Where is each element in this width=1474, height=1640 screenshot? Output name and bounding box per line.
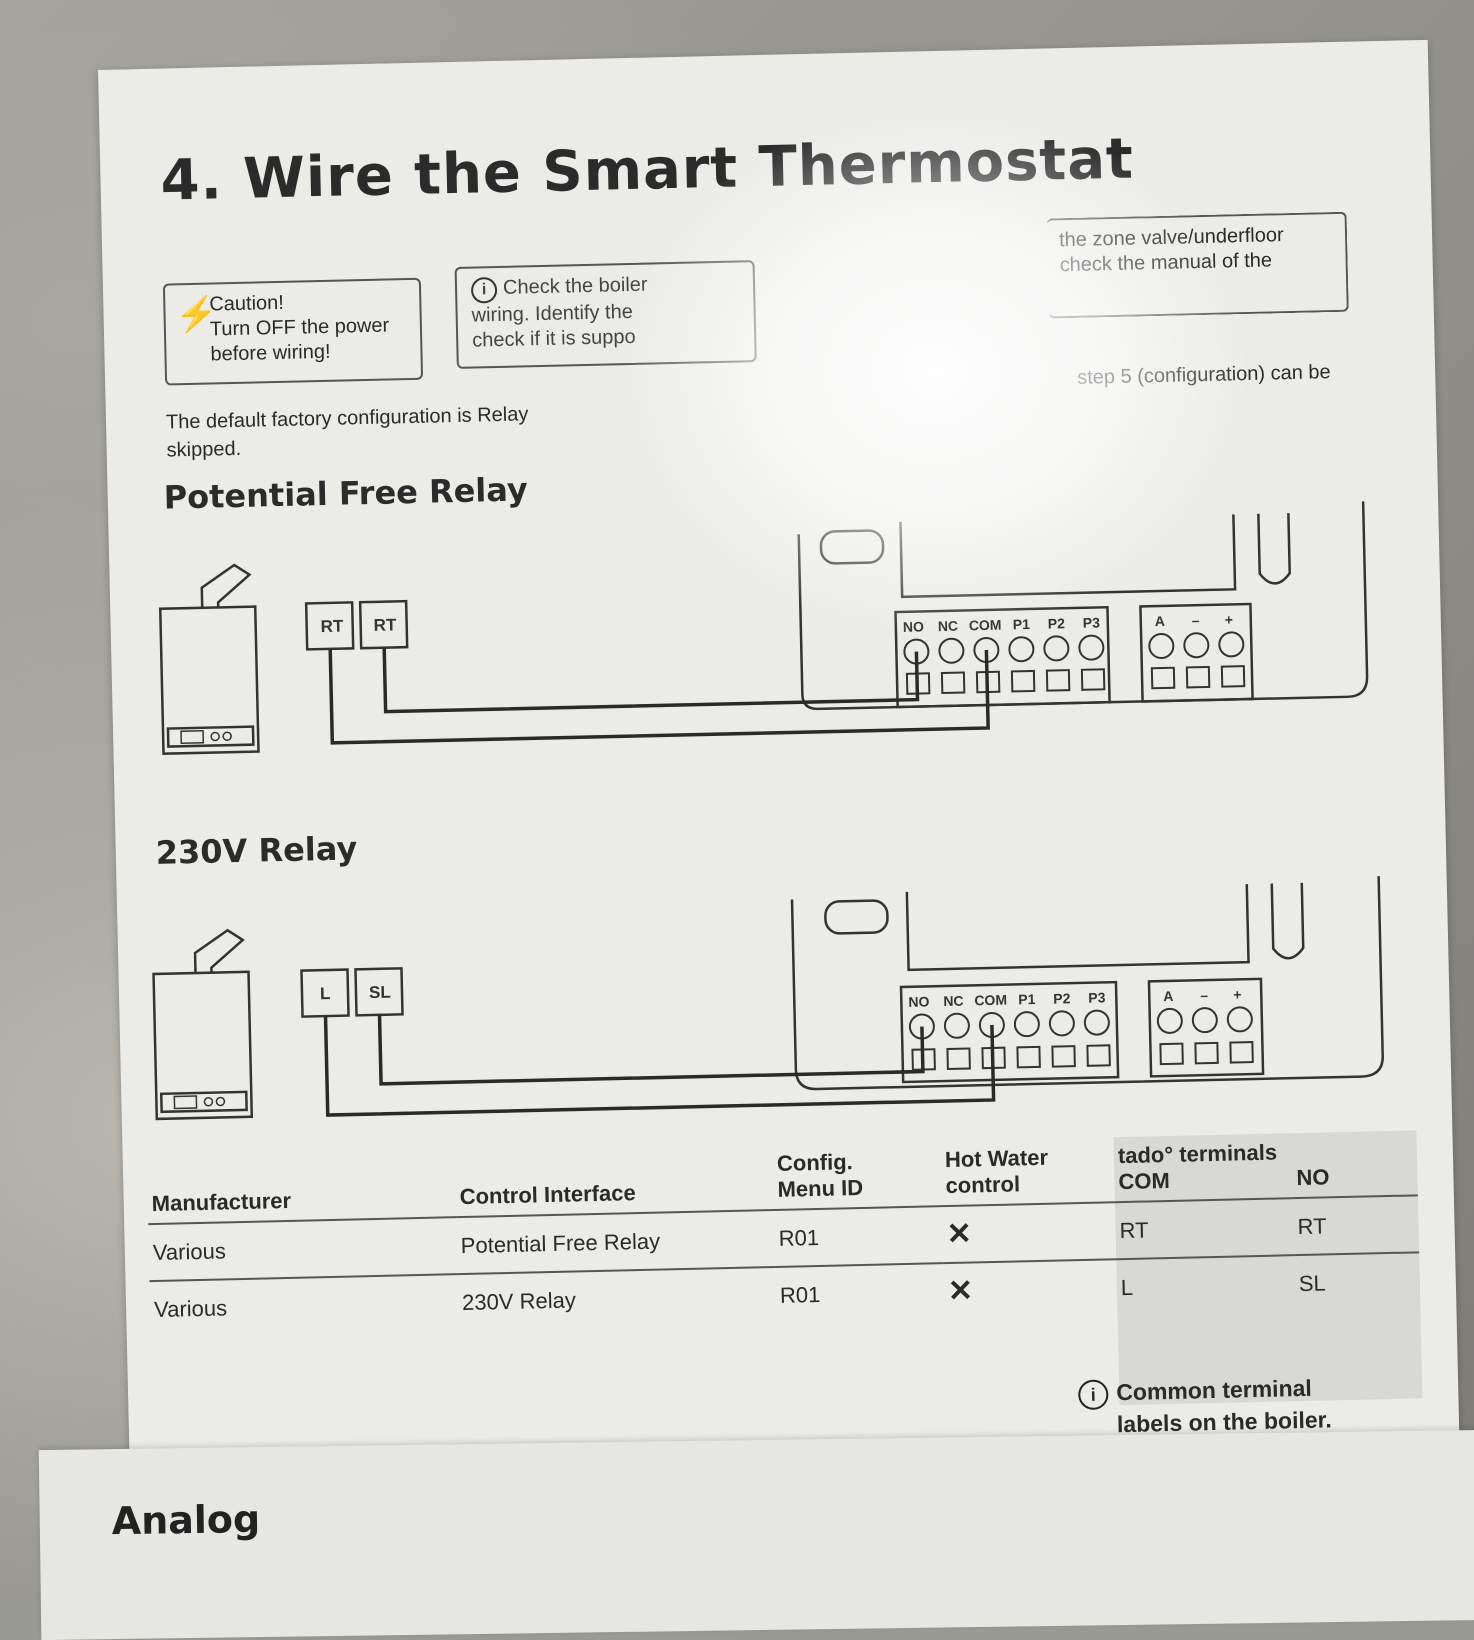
pfr-wiring-diagram: RT RT NO NC COM P1 P2 P3 A – + [158,501,1369,755]
wire-l-com [323,1016,996,1117]
wire-rt-com [328,648,990,745]
tb-label-com: COM [969,617,1002,634]
tb-label-nc: NC [943,993,964,1009]
caution-box: ⚡ Caution! Turn OFF the power before wir… [162,277,424,386]
cell-no: SL [1294,1252,1421,1312]
lightning-icon: ⚡ [175,295,219,335]
tb-label-p2: P2 [1048,615,1066,631]
caution-line3: before wiring! [210,340,331,366]
note-line1: Common terminal [1115,1374,1313,1406]
pfr-term-label-1: RT [320,617,344,637]
cell-control: 230V Relay [457,1266,777,1331]
pfr-term-label-2: RT [373,615,397,635]
default-config-text: The default factory configuration is Rel… [165,361,1347,465]
cross-icon: ✕ [943,1259,1118,1320]
boiler-body [158,605,260,755]
col-config: Config.Menu ID [776,1149,864,1202]
default-config-right: step 5 (configuration) can be [1076,361,1331,389]
bus-label-minus: – [1192,612,1200,628]
bus-label-plus: + [1233,986,1242,1002]
230v-term-label-1: L [320,984,331,1003]
cell-com: RT [1114,1198,1295,1260]
tb-label-p2: P2 [1053,990,1071,1006]
analog-heading: Analog [111,1497,261,1544]
caution-line2: Turn OFF the power [209,314,390,341]
boiler-body [152,970,254,1121]
bus-label-plus: + [1225,611,1234,627]
pfr-heading: Potential Free Relay [163,470,529,517]
tb-label-nc: NC [938,618,959,634]
boiler-flue [200,563,252,608]
info-icon: i [470,277,498,304]
tb-label-p3: P3 [1088,989,1106,1005]
page-title: 4. Wire the Smart Thermostat [159,126,1135,214]
tb-label-no: NO [908,993,929,1009]
col-manufacturer: Manufacturer [151,1187,292,1217]
col-control: Control Interface [459,1180,636,1210]
cell-no: RT [1292,1195,1420,1256]
boiler-panel [166,725,255,748]
tb-label-com: COM [974,992,1007,1009]
boiler-flue [193,928,245,974]
cell-config: R01 [775,1263,945,1323]
tb-label-p3: P3 [1083,614,1101,630]
230v-wiring-diagram: L SL NO NC COM P1 P2 P3 A – + [152,876,1384,1121]
zone-line2: check the manual of the [1059,249,1273,277]
bus-label-minus: – [1200,987,1208,1003]
info-icon: i [1077,1379,1109,1411]
default-config-left: The default factory configuration is Rel… [165,403,529,434]
cell-control: Potential Free Relay [456,1209,776,1275]
wire-rt-no [382,647,920,714]
col-no: NO [1291,1130,1418,1199]
tb-label-no: NO [903,618,924,634]
check-line3: check if it is suppo [471,325,636,352]
boiler-panel [159,1090,248,1114]
instruction-sheet: 4. Wire the Smart Thermostat ⚡ Caution! … [98,39,1460,1470]
cell-config: R01 [774,1206,944,1267]
cell-manufacturer: Various [148,1217,458,1282]
next-page-sheet: Analog [38,1429,1474,1640]
check-line1: Check the boiler [502,273,648,299]
zone-box: the zone valve/underfloor check the manu… [1046,211,1349,319]
cross-icon: ✕ [941,1202,1117,1264]
wire-sl-no [377,1014,925,1086]
bus-label-a: A [1155,613,1165,629]
cell-com: L [1116,1255,1296,1316]
230v-heading: 230V Relay [155,829,358,872]
tb-label-p1: P1 [1013,616,1031,632]
230v-term-label-2: SL [369,983,391,1002]
tb-label-p1: P1 [1018,991,1036,1007]
cell-manufacturer: Various [149,1274,459,1338]
bus-label-a: A [1163,988,1173,1004]
